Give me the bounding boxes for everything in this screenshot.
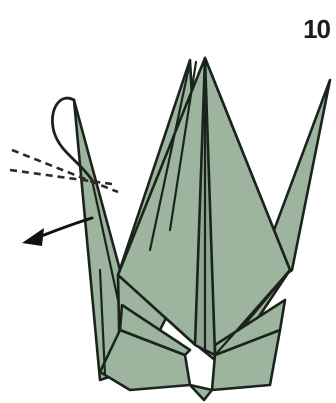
mountain-fold-dashed-line-2 [10,170,112,184]
bottom-center-tip [190,385,212,400]
mountain-fold-dashed-line-1 [12,150,118,192]
fold-direction-arrow-icon [36,218,92,238]
arrow-head-icon [22,228,44,246]
